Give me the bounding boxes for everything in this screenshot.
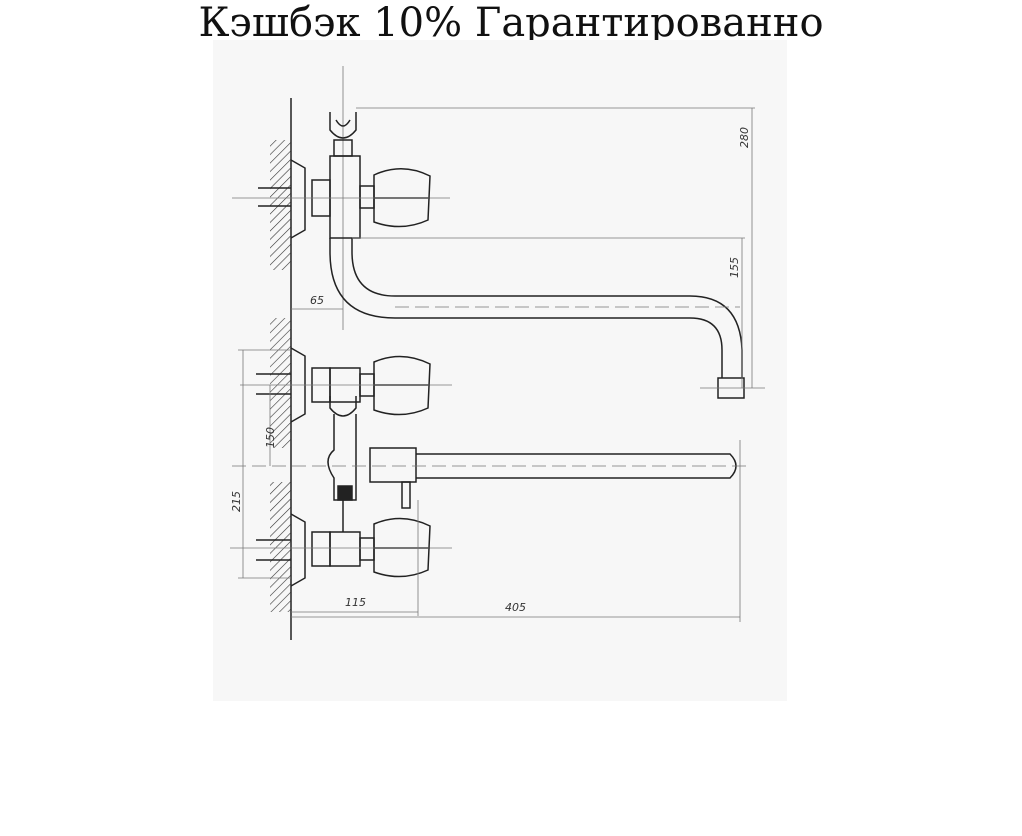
promo-banner: Кэшбэк 10% Гарантированно xyxy=(198,0,824,46)
dim-115: 115 xyxy=(345,596,366,609)
dim-65: 65 xyxy=(310,294,324,307)
dim-215: 215 xyxy=(230,491,243,512)
wall-hatch-mid xyxy=(270,318,291,448)
spout xyxy=(329,238,745,399)
dim-155: 155 xyxy=(728,257,741,278)
dim-280: 280 xyxy=(738,127,751,148)
diverter xyxy=(327,414,737,509)
drawing-panel xyxy=(213,40,787,701)
bottom-mixer xyxy=(256,500,431,587)
wall-hatch-top xyxy=(270,140,291,270)
dim-405: 405 xyxy=(505,601,526,614)
dim-150: 150 xyxy=(264,427,277,448)
wall-hatch-bot xyxy=(270,482,291,612)
